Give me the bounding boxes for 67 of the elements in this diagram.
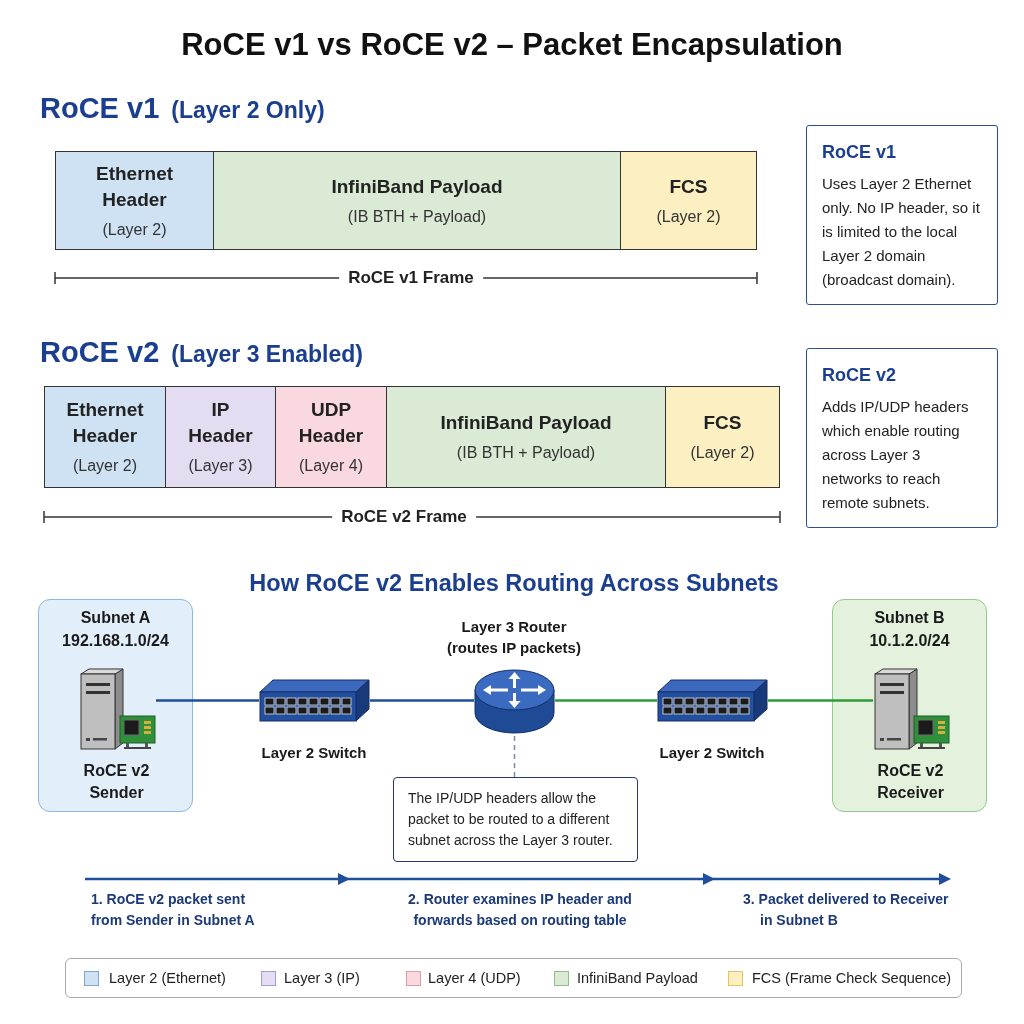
callout-text: The IP/UDP headers allow the packet to be routed to a different subnet across the Layer 3 router.	[408, 789, 614, 850]
server-icon	[79, 668, 156, 750]
field-name: UDP Header	[297, 398, 365, 448]
field-name: InfiniBand Payload	[331, 174, 503, 199]
info-card	[806, 125, 998, 305]
card-text: Adds IP/UDP headers which enable routing across Layer 3 networks to reach remote subnets.	[822, 397, 970, 513]
section-title: RoCE v2	[40, 336, 160, 369]
packet-field	[44, 386, 166, 488]
step-label: 1. RoCE v2 packet sent from Sender in Subnet A	[91, 890, 256, 930]
subnet-name: Subnet B	[874, 608, 945, 628]
card-title: RoCE v1	[822, 141, 898, 164]
packet-field	[55, 151, 214, 250]
server-icon	[873, 668, 950, 750]
layer-label: (IB BTH + Payload)	[347, 206, 487, 227]
network-switch-icon	[259, 679, 370, 722]
network-link	[156, 699, 259, 702]
card-text: Uses Layer 2 Ethernet only. No IP header, so it is limited to the local Layer 2 domain (broadcast domain).	[822, 174, 981, 290]
packet-field	[166, 386, 276, 488]
field-name: Ethernet Header	[65, 398, 145, 448]
layer-label: (Layer 2)	[690, 443, 755, 463]
network-switch-icon	[657, 679, 768, 722]
field-name: FCS	[703, 411, 742, 435]
layer-label: (IB BTH + Payload)	[456, 443, 596, 463]
leader-line	[513, 733, 516, 778]
network-link	[768, 699, 873, 702]
host-label: RoCE v2 Receiver	[876, 761, 945, 803]
field-name: InfiniBand Payload	[440, 411, 612, 435]
section-subtitle: (Layer 2 Only)	[171, 97, 325, 124]
host-label: RoCE v2 Sender	[82, 761, 151, 803]
page-title: RoCE v1 vs RoCE v2 – Packet Encapsulation	[181, 27, 843, 63]
layer-label: (Layer 2)	[73, 456, 137, 476]
subnet-address: 192.168.1.0/24	[62, 631, 169, 651]
network-link	[370, 699, 474, 702]
legend-label: Layer 4 (UDP)	[428, 969, 521, 987]
field-name: FCS	[669, 174, 708, 199]
section-title: RoCE v1	[40, 92, 160, 125]
card-title: RoCE v2	[822, 364, 898, 387]
subnet-address: 10.1.2.0/24	[869, 631, 950, 651]
device-label: Layer 3 Router (routes IP packets)	[446, 617, 582, 658]
info-card	[806, 348, 998, 528]
legend-label: Layer 3 (IP)	[284, 969, 360, 987]
layer-label: (Layer 4)	[299, 456, 363, 476]
legend-label: Layer 2 (Ethernet)	[109, 969, 226, 987]
subnet-panel	[38, 599, 193, 812]
legend-label: InfiniBand Payload	[577, 969, 698, 987]
callout-panel	[393, 777, 638, 862]
layer-label: (Layer 2)	[656, 206, 721, 227]
network-link	[555, 699, 657, 702]
packet-field	[666, 386, 780, 488]
device-label: Layer 2 Switch	[261, 743, 367, 763]
section-subtitle: (Layer 3 Enabled)	[171, 341, 363, 368]
packet-field	[276, 386, 387, 488]
packet-field	[621, 151, 757, 250]
packet-field	[387, 386, 666, 488]
legend-label: FCS (Frame Check Sequence)	[752, 969, 952, 987]
field-name: Ethernet Header	[94, 161, 175, 212]
step-label: 2. Router examines IP header and forwards based on routing table	[407, 890, 633, 930]
subnet-name: Subnet A	[80, 608, 151, 628]
router-icon	[474, 669, 555, 734]
layer-label: (Layer 2)	[102, 219, 167, 240]
section-heading: How RoCE v2 Enables Routing Across Subnets	[249, 569, 779, 597]
layer-label: (Layer 3)	[188, 456, 253, 476]
step-label: 3. Packet delivered to Receiver in Subnet B	[743, 890, 950, 930]
packet-field	[214, 151, 621, 250]
subnet-panel	[832, 599, 987, 812]
device-label: Layer 2 Switch	[659, 743, 765, 763]
field-name: IP Header	[187, 398, 254, 448]
